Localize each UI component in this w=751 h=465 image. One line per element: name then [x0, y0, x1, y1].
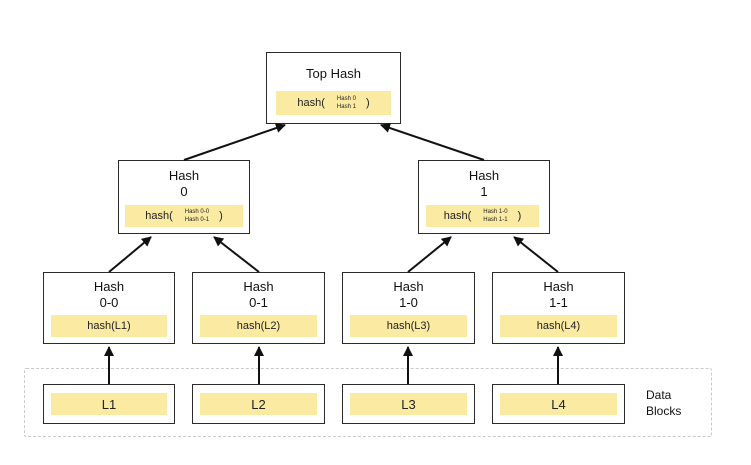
hash-0-1-node: Hash 0-1 hash(L2) — [192, 272, 325, 344]
data-blocks-label-line1: Data — [646, 388, 672, 402]
data-block-l3: L3 — [342, 384, 475, 424]
data-block-l4-label: L4 — [500, 393, 617, 415]
hash-argument: Hash 1-1 — [483, 217, 508, 223]
hash-argument: Hash 0-0 — [184, 209, 210, 215]
hash-function-label: hash( — [145, 210, 173, 222]
hash-1-0-node: Hash 1-0 hash(L3) — [342, 272, 475, 344]
arrow-hash-0-1-to-hash-0 — [213, 236, 260, 273]
arrow-hash-1-0-to-hash-1 — [407, 236, 452, 273]
hash-close-paren: ) — [219, 210, 223, 222]
hash-0-0-node: Hash 0-0 hash(L1) — [43, 272, 175, 344]
hash-0-1-content: hash(L2) — [200, 315, 317, 337]
arrow-hash-1-1-to-hash-1 — [513, 236, 559, 273]
hash-argument: Hash 1 — [336, 104, 356, 110]
data-blocks-label-line2: Blocks — [646, 404, 682, 418]
top-hash-node: Top Hash hash( Hash 0 Hash 1 ) — [266, 52, 401, 124]
data-block-l4: L4 — [492, 384, 625, 424]
top-hash-title: Top Hash — [306, 66, 361, 81]
hash-0-title-line1: Hash — [168, 168, 200, 183]
hash-1-0-content: hash(L3) — [350, 315, 467, 337]
data-block-l3-label: L3 — [350, 393, 467, 415]
data-blocks-region — [24, 368, 712, 437]
hash-function-label: hash( — [297, 97, 325, 109]
hash-1-1-title-line1: Hash — [543, 279, 574, 294]
hash-1-1-title-line2: 1-1 — [549, 295, 568, 310]
hash-1-1-content: hash(L4) — [500, 315, 617, 337]
data-block-l2: L2 — [192, 384, 325, 424]
top-hash-formula: hash( Hash 0 Hash 1 ) — [276, 91, 391, 115]
hash-0-formula: hash( Hash 0-0 Hash 0-1 ) — [125, 205, 243, 227]
arrow-hash-0-0-to-hash-0 — [108, 236, 152, 273]
hash-0-node: Hash 0 hash( Hash 0-0 Hash 0-1 ) — [118, 160, 250, 234]
data-block-l1: L1 — [43, 384, 175, 424]
hash-arguments: Hash 1-0 Hash 1-1 — [483, 208, 507, 224]
arrow-hash-1-to-top-hash — [380, 123, 485, 161]
hash-0-0-title-line1: Hash — [93, 279, 125, 294]
hash-1-1-node: Hash 1-1 hash(L4) — [492, 272, 625, 344]
hash-arguments: Hash 0-0 Hash 0-1 — [185, 208, 209, 224]
arrow-hash-0-to-top-hash — [183, 123, 286, 161]
hash-0-0-content: hash(L1) — [51, 315, 167, 337]
hash-function-label: hash( — [443, 210, 472, 222]
hash-1-formula: hash( Hash 1-0 Hash 1-1 ) — [426, 205, 539, 227]
hash-argument: Hash 1-0 — [483, 209, 508, 215]
hash-0-1-title-line1: Hash — [243, 279, 274, 294]
hash-argument: Hash 0-1 — [184, 217, 210, 223]
hash-0-1-title-line2: 0-1 — [249, 295, 268, 310]
hash-1-0-title-line1: Hash — [393, 279, 424, 294]
hash-1-node: Hash 1 hash( Hash 1-0 Hash 1-1 ) — [418, 160, 550, 234]
hash-0-0-title-line2: 0-0 — [99, 295, 119, 310]
hash-0-title-line2: 0 — [180, 184, 188, 199]
hash-1-0-title-line2: 1-0 — [399, 295, 418, 310]
hash-close-paren: ) — [365, 97, 370, 109]
data-block-l2-label: L2 — [200, 393, 317, 415]
hash-arguments: Hash 0 Hash 1 — [337, 95, 356, 111]
data-block-l1-label: L1 — [51, 393, 167, 415]
hash-argument: Hash 0 — [336, 96, 356, 102]
hash-1-title-line1: Hash — [468, 168, 500, 183]
hash-close-paren: ) — [517, 210, 522, 222]
hash-1-title-line2: 1 — [480, 184, 488, 199]
